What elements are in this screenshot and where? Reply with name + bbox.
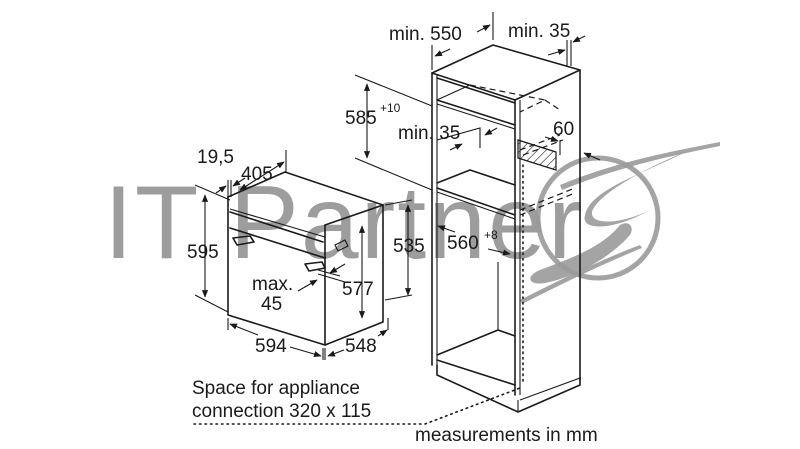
dim-door-gap-value: 45 [261, 294, 282, 315]
dim-vent-depth: 60 [553, 119, 574, 140]
cabinet-drawing [431, 44, 581, 413]
dim-cabinet-depth: min. 550 [389, 24, 462, 45]
dim-rear-gap: min. 35 [508, 21, 570, 42]
cabinet-dimensions: min. 550 min. 35 585 +10 min. 35 60 560 … [345, 12, 601, 256]
dim-oven-depth: 548 [345, 336, 377, 357]
dim-door-gap-label: max. [252, 274, 293, 295]
dim-niche-height: 585 [345, 108, 377, 129]
dim-top-depth: 405 [241, 164, 273, 185]
connection-note-line-1: Space for appliance [192, 378, 360, 399]
oven-dimensions: 595 19,5 405 max. 45 577 535 594 [187, 147, 425, 360]
units-note: measurements in mm [415, 425, 598, 446]
dim-niche-width: 560 [447, 233, 479, 254]
notes: Space for appliance connection 320 x 115… [192, 378, 598, 446]
watermark-logo-icon [520, 142, 720, 304]
connection-leader-line [193, 387, 521, 425]
dim-body-height: 577 [342, 279, 374, 300]
dim-oven-height: 595 [187, 242, 219, 263]
watermark: IT Partner [104, 142, 720, 304]
oven-drawing [227, 171, 384, 346]
dim-oven-width: 594 [255, 336, 287, 357]
dim-body-side-height: 535 [393, 236, 425, 257]
dim-shelf-gap: min. 35 [398, 123, 460, 144]
dim-front-offset: 19,5 [197, 147, 234, 168]
dim-niche-width-tolerance: +8 [484, 228, 498, 242]
connection-note-line-2: connection 320 x 115 [192, 401, 371, 422]
dim-niche-height-tolerance: +10 [380, 101, 401, 115]
watermark-text: IT Partner [104, 165, 584, 281]
